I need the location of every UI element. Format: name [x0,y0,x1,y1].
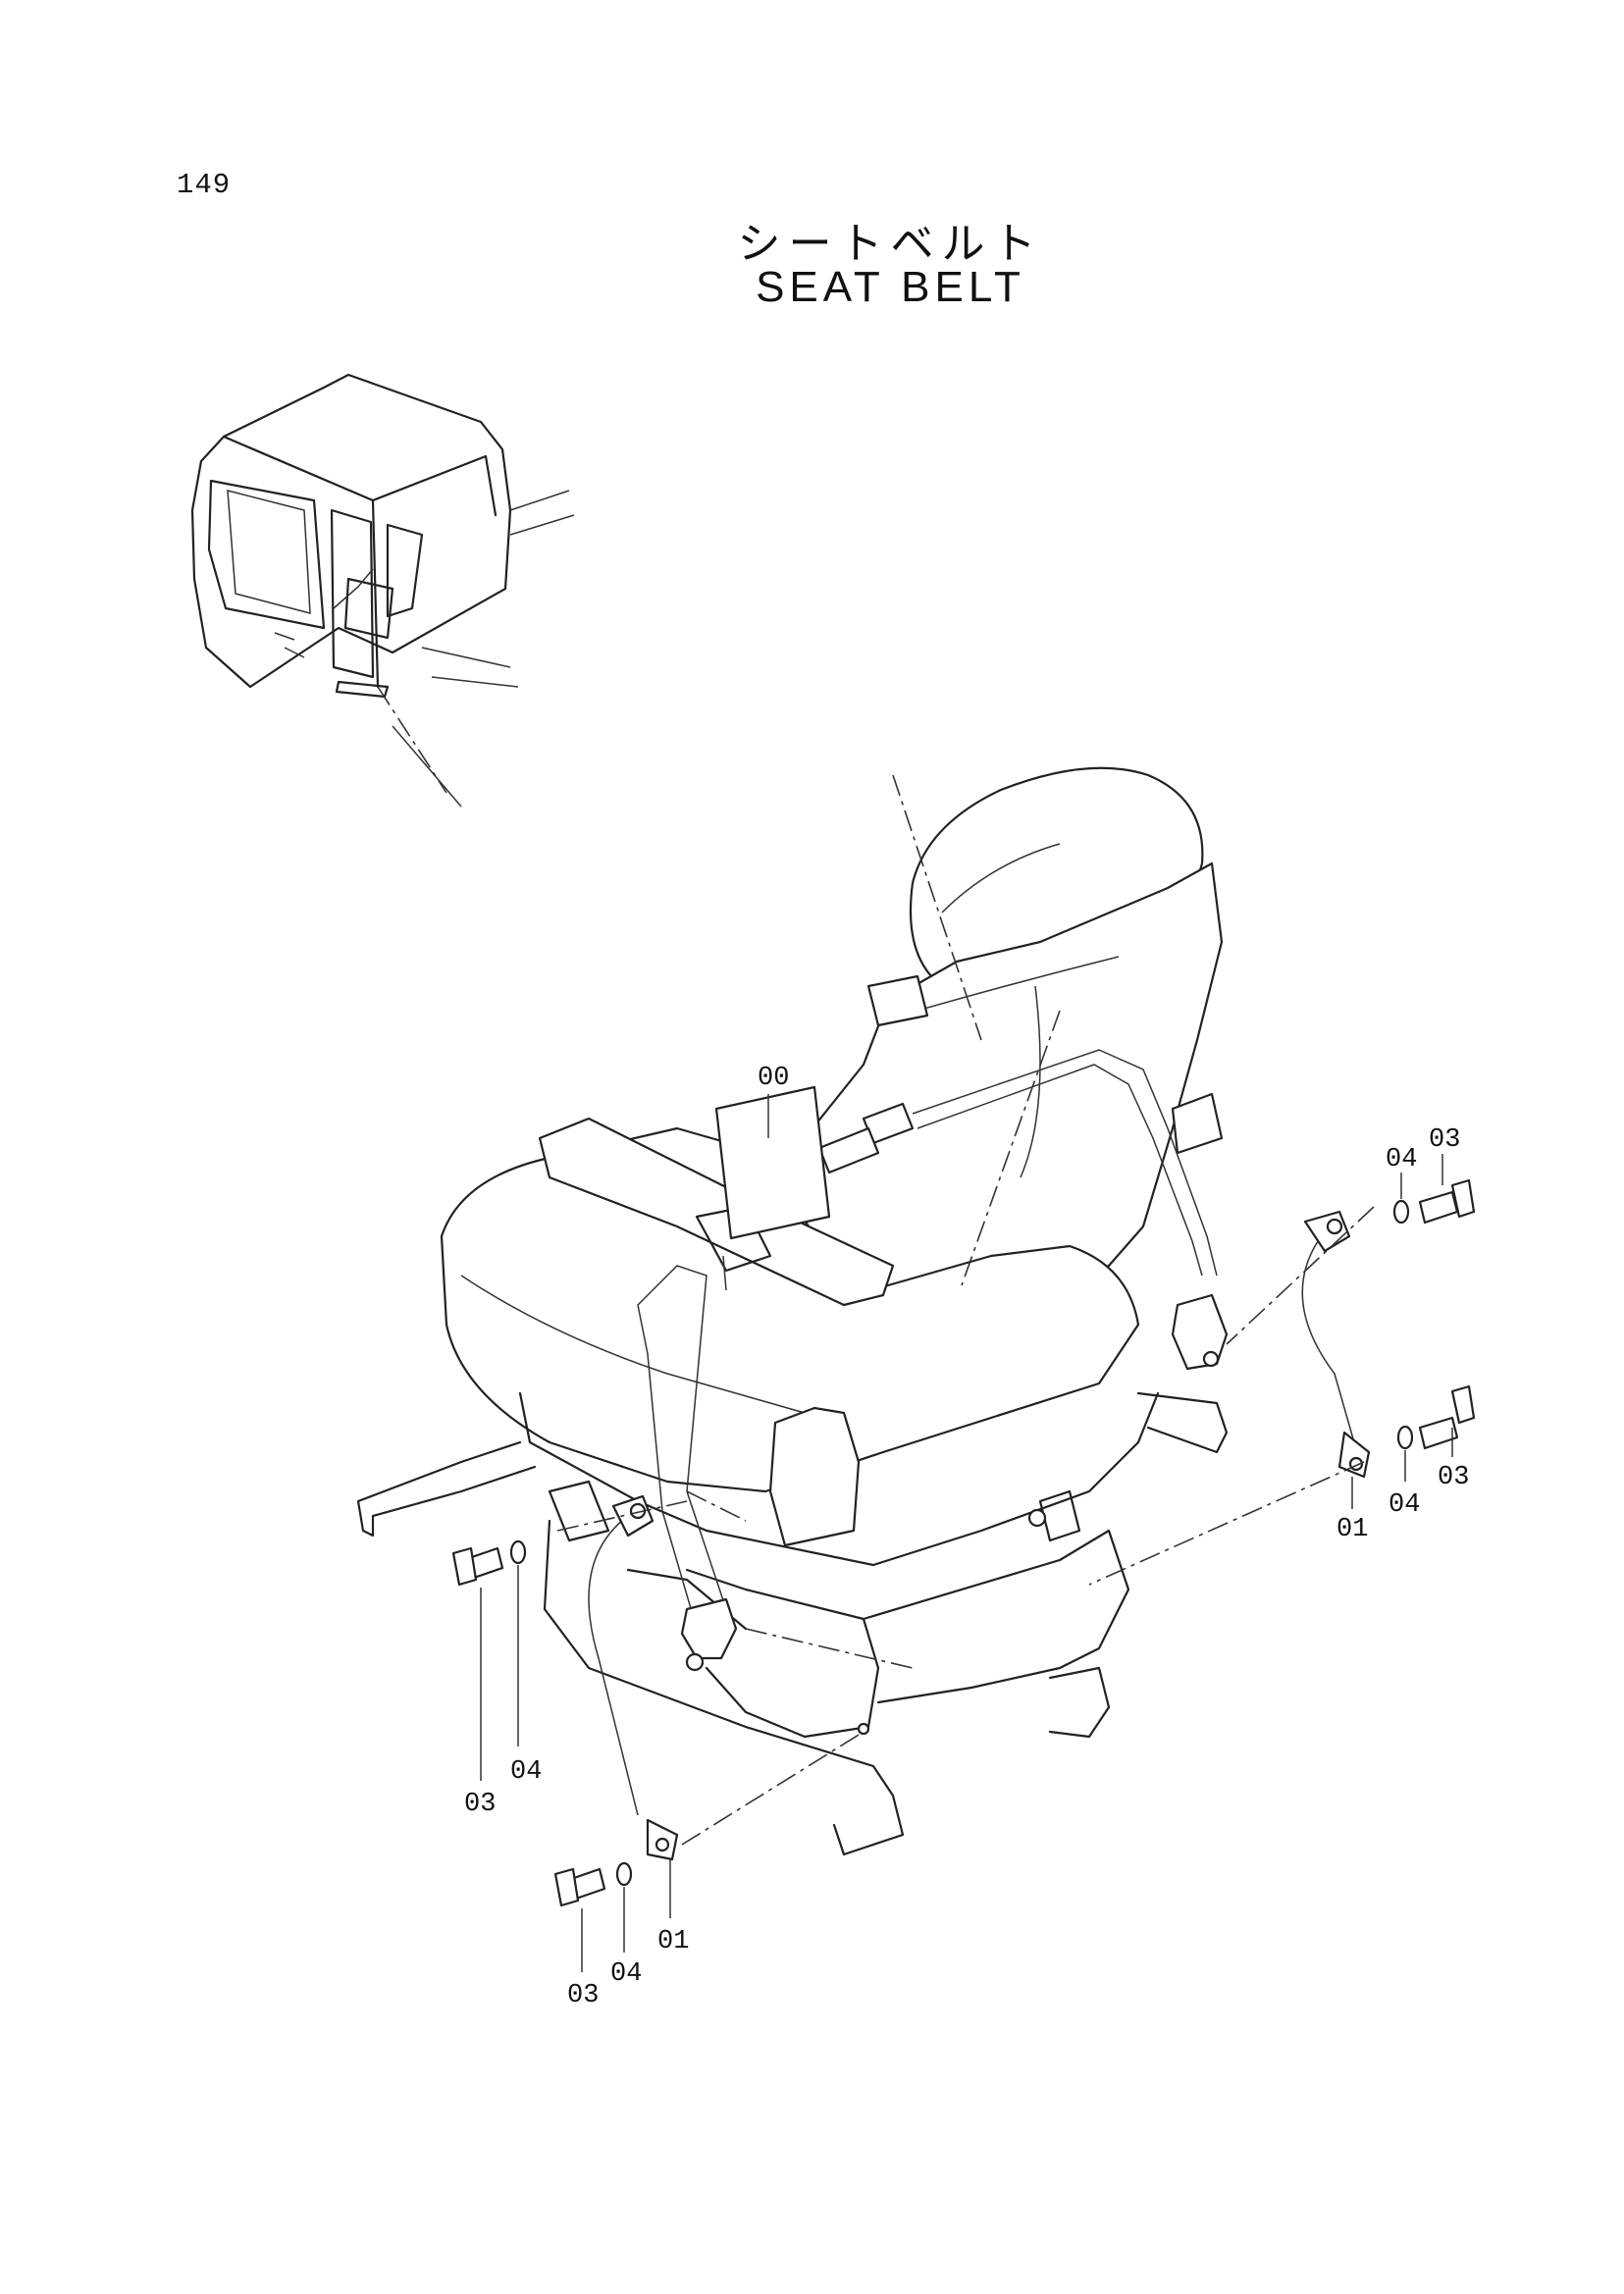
callout-04-left-lower: 04 [610,1959,642,1989]
callout-04-left-upper: 04 [510,1757,542,1787]
callout-04-right: 04 [1388,1490,1420,1520]
right-ground-cable: 03 04 01 04 03 [1088,1125,1476,1586]
callout-03-left-upper: 03 [464,1790,496,1819]
left-ground-cable: 03 04 03 04 01 [451,1494,864,2010]
page-number: 149 [177,169,232,201]
title-japanese: シートベルト [737,219,1044,269]
callout-01-left: 01 [657,1927,689,1956]
callout-04-upper: 04 [1386,1145,1417,1174]
title-english: SEAT BELT [756,263,1025,311]
callout-01-right: 01 [1336,1515,1368,1544]
seat-assembly [356,766,1229,1856]
callout-03-upper: 03 [1429,1125,1460,1155]
callout-03-left-lower: 03 [567,1981,599,2010]
seat-belt-assembly [637,1049,1229,1672]
cab-inset-illustration [190,373,575,808]
callout-03-right: 03 [1438,1463,1469,1492]
label-sheet: 00 [714,1064,831,1240]
callout-00: 00 [758,1064,789,1093]
